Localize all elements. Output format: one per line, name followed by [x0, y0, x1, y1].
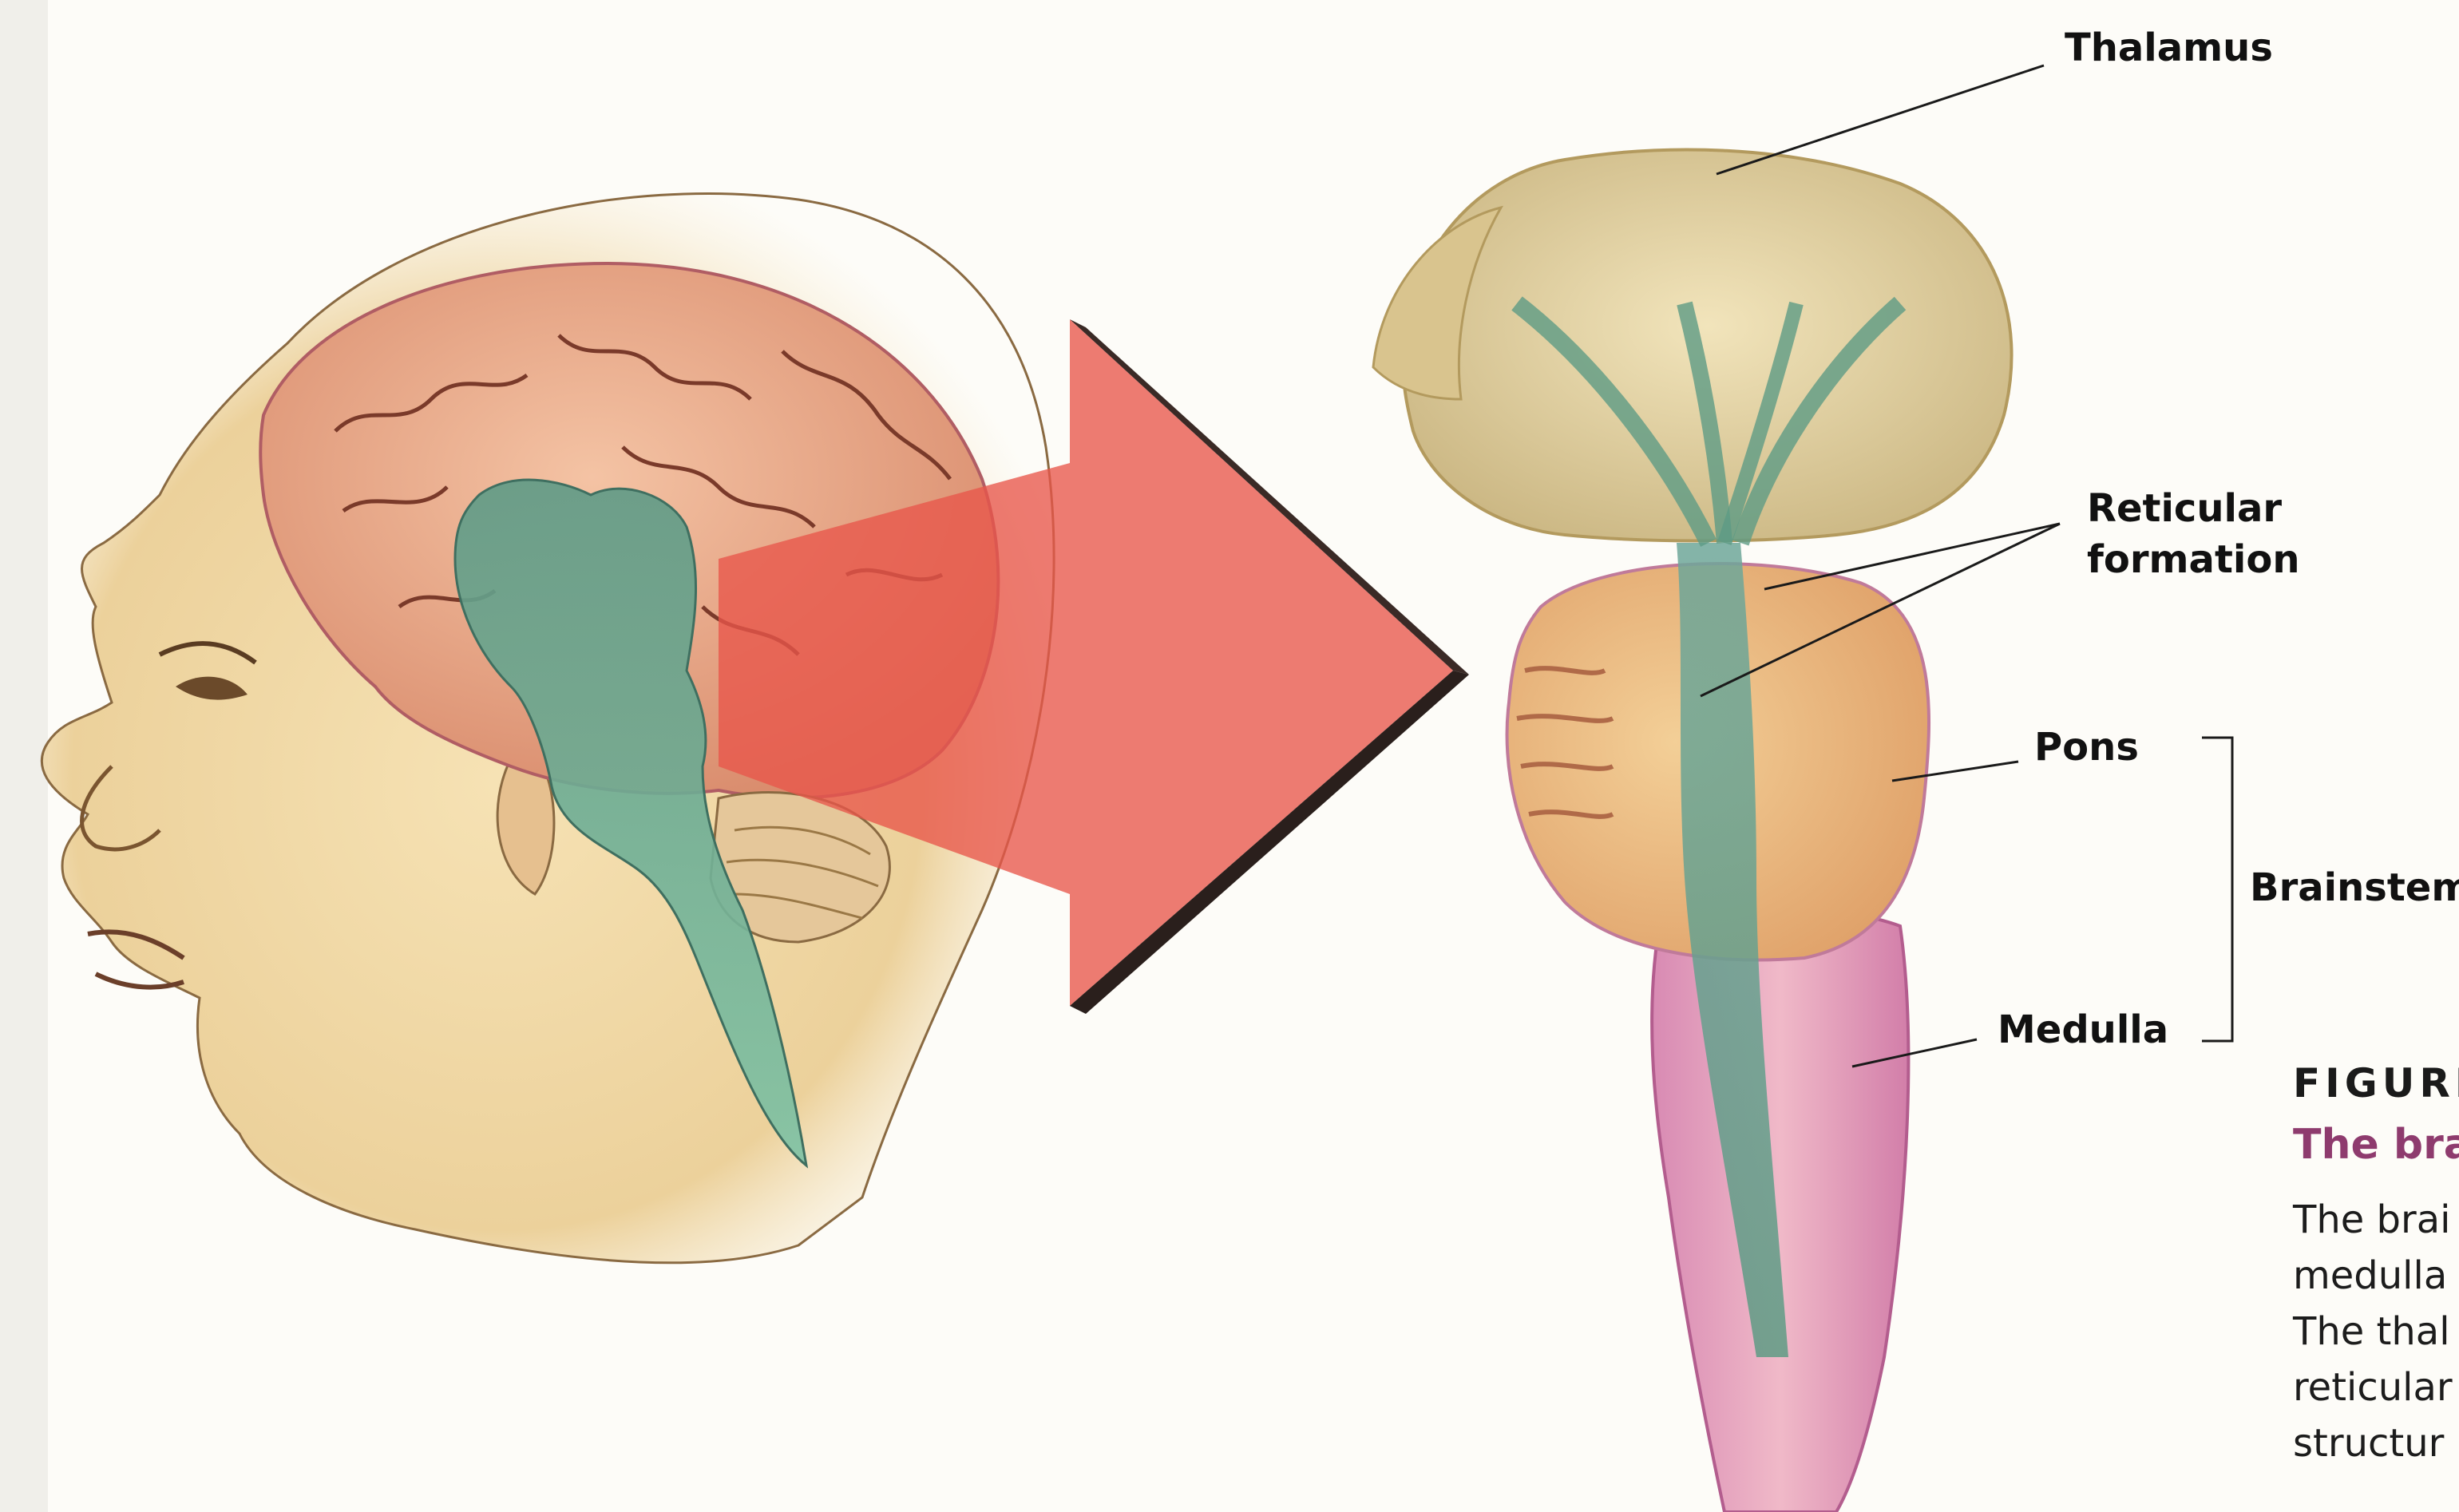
brainstem-detail [1373, 150, 2012, 1512]
label-reticular-line2: formation [2087, 533, 2299, 586]
caption-line-5: structur [2293, 1421, 2444, 1466]
figure-title: FIGURE [2293, 1060, 2459, 1106]
label-reticular-line1: Reticular [2087, 482, 2282, 535]
caption-line-4: reticular [2293, 1365, 2453, 1410]
caption-line-3: The thal [2293, 1309, 2450, 1354]
caption-line-1: The brai [2293, 1197, 2450, 1242]
label-brainstem: Brainstem [2250, 862, 2459, 913]
label-thalamus: Thalamus [2065, 22, 2273, 73]
label-medulla: Medulla [1998, 1004, 2168, 1055]
label-pons: Pons [2034, 722, 2139, 773]
figure-subtitle: The bra [2293, 1121, 2459, 1169]
brainstem-bracket [2202, 738, 2232, 1041]
caption-line-2: medulla [2293, 1253, 2447, 1298]
medulla-shape [1652, 907, 1908, 1512]
page-edge [0, 0, 48, 1512]
